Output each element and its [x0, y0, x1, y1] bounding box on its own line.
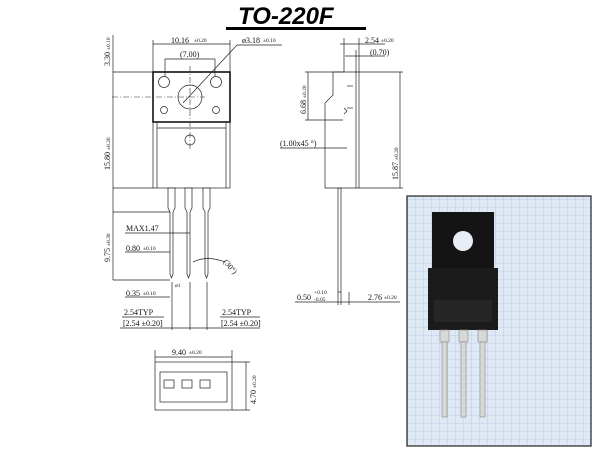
dim-lead-width: 0.80 — [126, 244, 140, 253]
dim-bottom-height: 4.70 ±0.20 — [249, 375, 258, 404]
dim-side-lead-tol-minus: -0.05 — [314, 297, 326, 303]
dim-bottom-width-tol: ±0.20 — [189, 350, 202, 356]
component-photo — [406, 195, 592, 447]
dim-max-lead: MAX1.47 — [126, 224, 159, 233]
dim-bottom-width: 9.40 — [172, 348, 186, 357]
dim-hole-dia: ø3.18 — [242, 36, 260, 45]
dim-pitch-right: 2.54TYP — [222, 308, 252, 317]
side-view — [280, 38, 403, 305]
dim-upper-height: 6.68 ±0.20 — [299, 85, 308, 114]
bottom-view — [154, 350, 250, 411]
dim-tab-thk: (0.70) — [370, 48, 390, 57]
dim-side-lead-thk: 0.50 — [297, 293, 311, 302]
dim-hole-dia-tol: ±0.10 — [263, 38, 276, 44]
dim-chamfer: (1.00x45 °) — [280, 139, 317, 148]
dim-width-tol: ±0.20 — [194, 38, 207, 44]
front-view — [112, 35, 282, 330]
title: TO-220F — [238, 3, 335, 30]
dim-thickness: 2.54 — [365, 36, 379, 45]
pin1-mark: ø1 — [175, 283, 181, 289]
dim-width: 10.16 — [171, 36, 189, 45]
dim-side-lead-tol-plus: +0.10 — [314, 290, 327, 296]
dim-top-height: 3.30 ±0.10 — [103, 37, 112, 66]
dim-pitch-right-tol: [2.54 ±0.20] — [221, 319, 261, 328]
dim-body-height: 15.80 ±0.20 — [103, 137, 112, 170]
dim-lead-thk-tol: ±0.10 — [143, 291, 156, 297]
dim-total-height: 15.87 ±0.20 — [391, 147, 400, 180]
dim-hole-spacing: (7.00) — [180, 50, 200, 59]
dim-lead-offset: 2.76 — [368, 293, 382, 302]
dim-pitch-left-tol: [2.54 ±0.20] — [123, 319, 163, 328]
dim-angle: (30°) — [221, 258, 239, 277]
dim-thickness-tol: ±0.20 — [381, 38, 394, 44]
dim-lead-width-tol: ±0.10 — [143, 246, 156, 252]
dim-lead-offset-tol: ±0.20 — [384, 295, 397, 301]
dim-pitch-left: 2.54TYP — [124, 308, 154, 317]
dim-lead-thk: 0.35 — [126, 289, 140, 298]
dim-lead-length: 9.75 ±0.30 — [103, 233, 112, 262]
title-underline — [226, 27, 366, 30]
